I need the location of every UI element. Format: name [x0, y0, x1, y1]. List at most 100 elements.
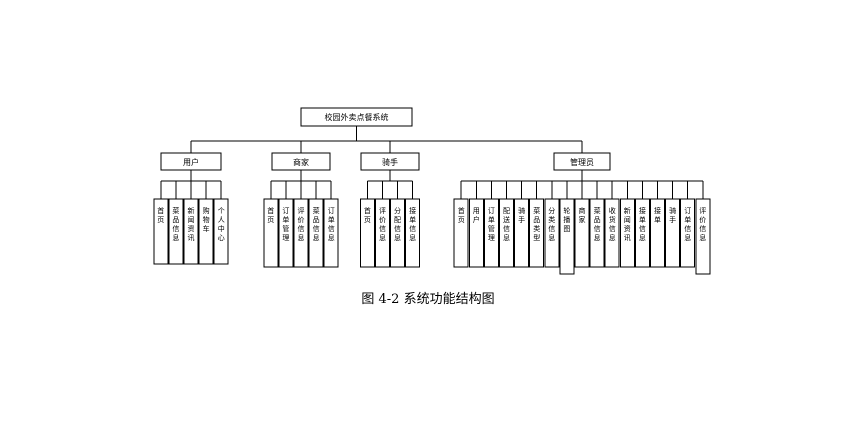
module-node: 用户 — [160, 152, 222, 171]
leaf-node: 订单信息 — [323, 198, 339, 268]
leaf-node: 菜品信息 — [589, 198, 605, 268]
leaf-node: 骑手 — [665, 198, 681, 268]
leaf-node: 菜品信息 — [168, 198, 184, 265]
leaf-box — [514, 198, 530, 268]
leaf-node: 商家 — [574, 198, 590, 268]
leaf-label: 菜品类型 — [533, 206, 540, 242]
leaf-node: 菜品类型 — [529, 198, 545, 268]
module-label: 用户 — [183, 157, 199, 167]
leaf-node: 个人中心 — [213, 198, 229, 265]
leaf-box — [483, 198, 499, 268]
leaf-node: 首页 — [359, 198, 375, 268]
leaf-box — [468, 198, 484, 268]
leaf-label: 商家 — [579, 206, 586, 224]
leaf-box — [198, 198, 214, 265]
leaf-box — [559, 198, 575, 275]
leaf-box — [359, 198, 375, 268]
leaf-label: 首页 — [458, 206, 465, 224]
leaf-node: 接单信息 — [405, 198, 421, 268]
leaf-label: 首页 — [267, 206, 274, 224]
leaf-box — [665, 198, 681, 268]
module-label: 骑手 — [382, 157, 398, 167]
module-node: 管理员 — [553, 152, 611, 171]
leaf-node: 订单管理 — [278, 198, 294, 268]
leaf-node: 骑手 — [514, 198, 530, 268]
module-box — [360, 152, 420, 171]
leaf-box — [604, 198, 620, 268]
leaf-box — [680, 198, 696, 268]
leaf-label: 订单信息 — [328, 206, 335, 242]
leaf-label: 骑手 — [669, 206, 676, 224]
module-label: 商家 — [293, 157, 309, 167]
leaf-node: 购物车 — [198, 198, 214, 265]
leaf-node: 配送信息 — [499, 198, 514, 268]
leaf-node: 首页 — [263, 198, 279, 268]
leaf-label: 接单 — [654, 206, 661, 224]
leaf-node: 新闻资讯 — [619, 198, 635, 268]
leaf-label: 个人中心 — [218, 207, 225, 242]
leaf-node: 用户 — [468, 198, 484, 268]
leaf-box — [308, 198, 324, 268]
leaf-label: 评价信息 — [379, 207, 386, 242]
leaf-node: 订单管理 — [483, 198, 499, 268]
module-box — [160, 152, 222, 171]
leaf-node: 分配信息 — [390, 198, 406, 268]
leaf-node: 轮播图 — [559, 198, 575, 275]
leaf-label: 购物车 — [203, 206, 210, 233]
leaf-box — [263, 198, 279, 268]
leaf-box — [323, 198, 339, 268]
leaf-node: 订单信息 — [680, 198, 696, 268]
leaf-label: 新闻资讯 — [624, 206, 631, 242]
leaf-node: 新闻资讯 — [183, 198, 199, 265]
module-node: 骑手 — [360, 152, 420, 171]
leaf-node: 接单 — [650, 198, 665, 268]
leaf-box — [650, 198, 665, 268]
leaf-label: 评价信息 — [298, 207, 305, 242]
leaf-label: 评价信息 — [699, 207, 706, 242]
leaf-node: 评价信息 — [293, 198, 309, 268]
leaf-box — [183, 198, 199, 265]
leaf-node: 接单信息 — [634, 198, 650, 268]
leaf-box — [213, 198, 229, 265]
leaf-label: 分配信息 — [394, 206, 401, 242]
leaf-label: 配送信息 — [503, 207, 510, 242]
leaf-node: 收货信息 — [604, 198, 620, 268]
leaf-box — [544, 198, 560, 268]
module-box — [271, 152, 331, 171]
root-node: 校园外卖点餐系统 — [300, 107, 413, 127]
leaf-label: 新闻资讯 — [188, 206, 195, 242]
diagram-nodes: 校园外卖点餐系统 用户首页菜品信息新闻资讯购物车个人中心商家首页订单管理评价信息… — [153, 107, 711, 275]
leaf-label: 接单信息 — [639, 206, 646, 242]
leaf-node: 首页 — [153, 198, 169, 265]
module-node: 商家 — [271, 152, 331, 171]
leaf-label: 首页 — [364, 206, 371, 224]
leaf-box — [390, 198, 406, 268]
leaf-node: 首页 — [453, 198, 469, 268]
leaf-node: 菜品信息 — [308, 198, 324, 268]
leaf-label: 菜品信息 — [594, 206, 601, 242]
leaf-node: 分类信息 — [544, 198, 560, 268]
leaf-box — [405, 198, 421, 268]
leaf-box — [589, 198, 605, 268]
leaf-box — [499, 198, 514, 268]
figure-caption: 图 4-2 系统功能结构图 — [361, 292, 495, 307]
leaf-label: 骑手 — [518, 206, 525, 224]
leaf-box — [634, 198, 650, 268]
leaf-label: 订单管理 — [282, 206, 289, 242]
leaf-box — [453, 198, 469, 268]
leaf-label: 接单信息 — [409, 206, 416, 242]
leaf-box — [153, 198, 169, 265]
module-box — [553, 152, 611, 171]
leaf-label: 轮播图 — [563, 206, 570, 233]
connector-lines — [160, 126, 704, 199]
leaf-label: 菜品信息 — [172, 206, 179, 242]
leaf-label: 用户 — [473, 207, 480, 224]
leaf-box — [529, 198, 545, 268]
leaf-label: 收货信息 — [609, 206, 616, 242]
leaf-label: 订单管理 — [488, 206, 495, 242]
leaf-node: 评价信息 — [374, 198, 390, 268]
leaf-box — [574, 198, 590, 268]
root-label: 校园外卖点餐系统 — [325, 112, 389, 122]
leaf-box — [374, 198, 390, 268]
leaf-box — [619, 198, 635, 268]
